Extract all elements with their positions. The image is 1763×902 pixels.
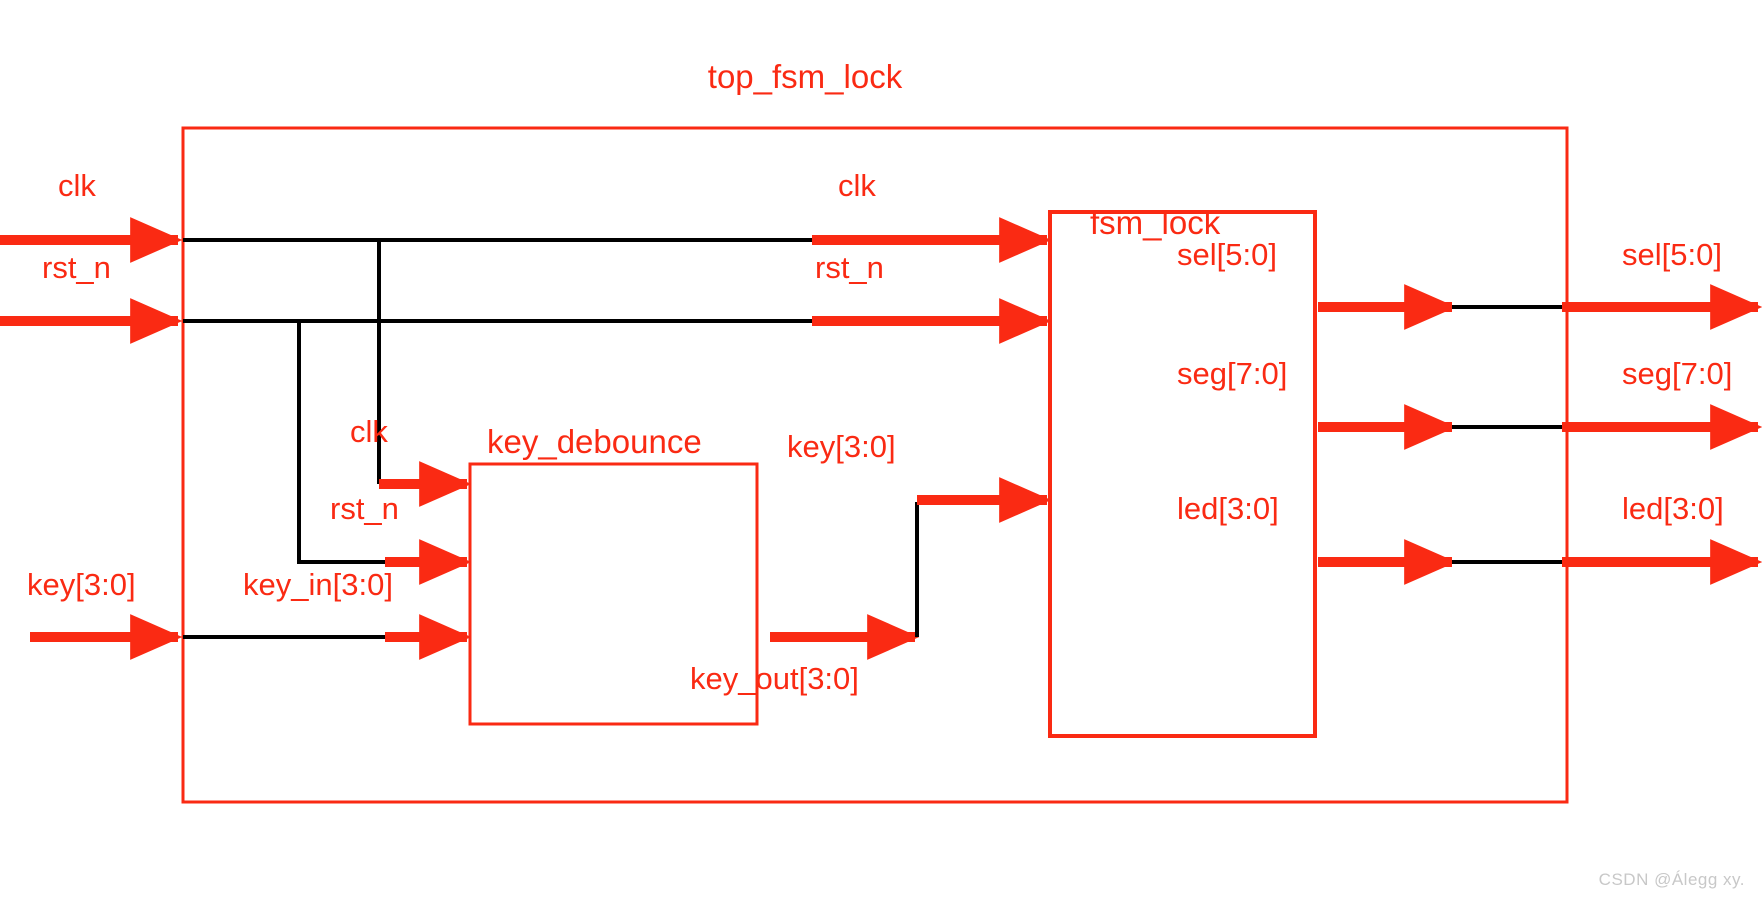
port-label-fsmlock-key: key[3:0] (787, 429, 896, 464)
block-label-fsm-lock: fsm_lock (1090, 204, 1221, 241)
port-label-keydebounce-key-out: key_out[3:0] (690, 661, 859, 696)
port-label-ext-out-seg: seg[7:0] (1622, 356, 1733, 391)
port-label-fsmlock-out-led: led[3:0] (1177, 491, 1279, 526)
port-label-fsmlock-out-seg: seg[7:0] (1177, 356, 1288, 391)
port-label-fsmlock-clk: clk (838, 168, 876, 203)
page-title: top_fsm_lock (707, 58, 903, 95)
block-key-debounce (468, 462, 759, 726)
port-label-fsmlock-rst-n: rst_n (815, 250, 884, 285)
port-label-fsmlock-out-sel: sel[5:0] (1177, 237, 1277, 272)
port-label-ext-in-rst-n: rst_n (42, 250, 111, 285)
port-label-ext-out-sel: sel[5:0] (1622, 237, 1722, 272)
port-label-keydebounce-key-in: key_in[3:0] (243, 567, 393, 602)
port-label-ext-in-clk: clk (58, 168, 96, 203)
port-label-ext-out-led: led[3:0] (1622, 491, 1724, 526)
port-label-ext-in-key: key[3:0] (27, 567, 136, 602)
block-fsm-lock (1048, 210, 1317, 738)
block-label-key-debounce: key_debounce (487, 423, 702, 460)
port-label-keydebounce-rst-n: rst_n (330, 491, 399, 526)
block-top-fsm-lock (181, 126, 1569, 804)
watermark-text: CSDN @Álegg xy. (1598, 870, 1745, 889)
port-label-keydebounce-clk: clk (350, 414, 388, 449)
